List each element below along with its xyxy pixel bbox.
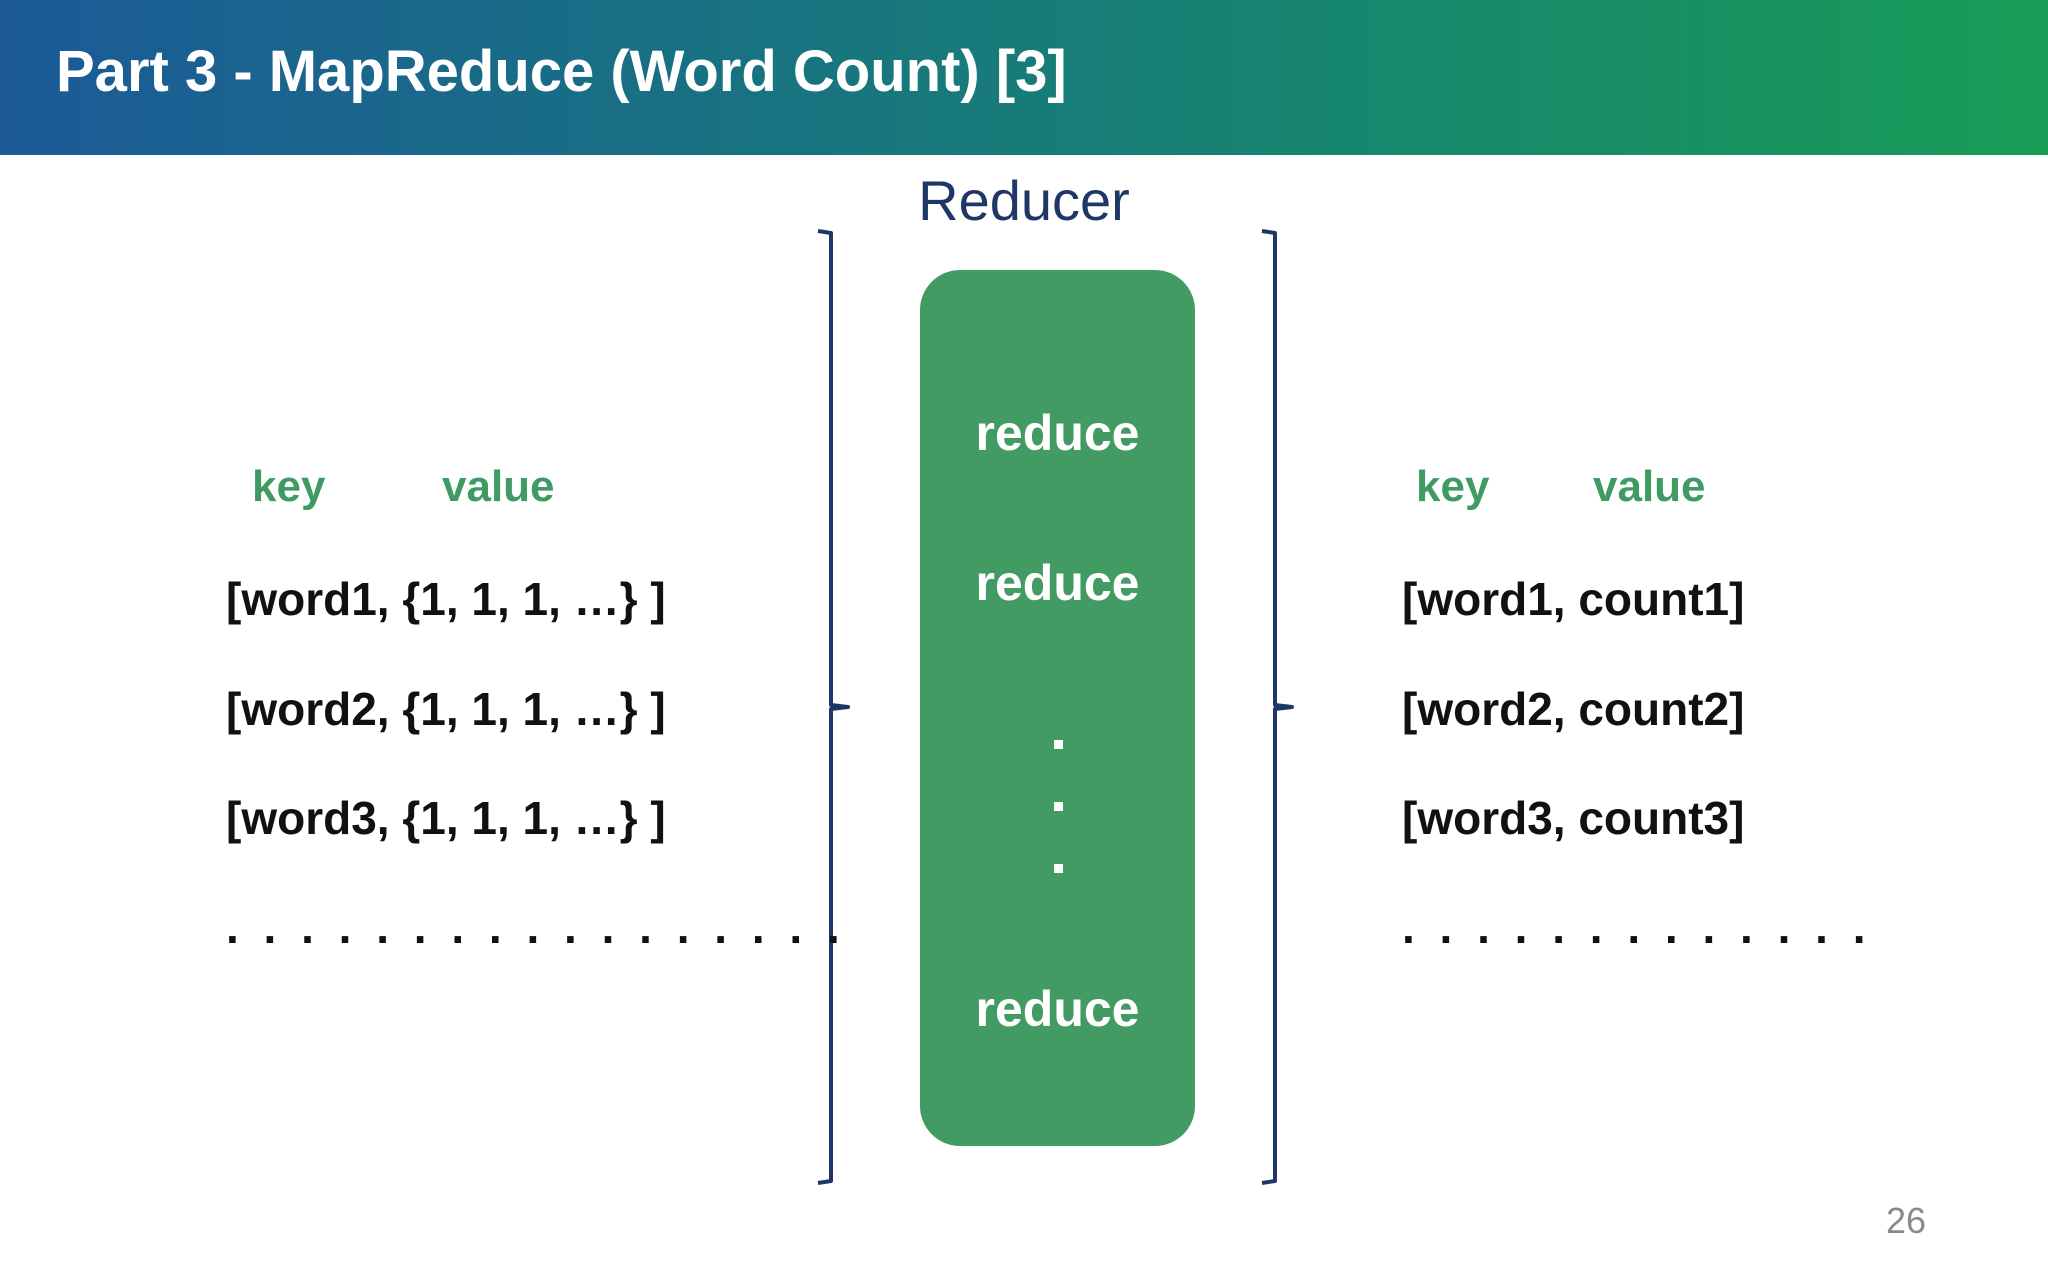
input-value-header: value (442, 462, 555, 511)
header-banner: Part 3 - MapReduce (Word Count) [3] (0, 0, 2048, 155)
left-brace (817, 229, 850, 1185)
reduce-function-2: reduce (975, 555, 1140, 611)
output-value-header: value (1593, 462, 1706, 511)
page-number: 26 (1886, 1200, 1927, 1241)
input-row: [word2, {1, 1, 1, …} ] (226, 683, 666, 735)
vertical-ellipsis-dot (1054, 740, 1063, 749)
input-ellipsis: . . . . . . . . . . . . . . . . . (226, 901, 846, 953)
reduce-function-1: reduce (975, 405, 1140, 461)
reducer-label: Reducer (918, 169, 1130, 232)
input-row: [word3, {1, 1, 1, …} ] (226, 792, 666, 844)
output-key-header: key (1416, 462, 1490, 511)
reducer-box: reduce reduce reduce (920, 270, 1195, 1146)
vertical-ellipsis-dot (1054, 864, 1063, 873)
output-row: [word3, count3] (1402, 792, 1745, 844)
output-row: [word2, count2] (1402, 683, 1745, 735)
reduce-function-3: reduce (975, 981, 1140, 1037)
right-brace (1261, 229, 1294, 1185)
slide-title: Part 3 - MapReduce (Word Count) [3] (56, 39, 1067, 104)
vertical-ellipsis-dot (1054, 802, 1063, 811)
input-key-header: key (252, 462, 326, 511)
output-row: [word1, count1] (1402, 573, 1745, 625)
input-row: [word1, {1, 1, 1, …} ] (226, 573, 666, 625)
output-ellipsis: . . . . . . . . . . . . . (1402, 901, 1872, 953)
